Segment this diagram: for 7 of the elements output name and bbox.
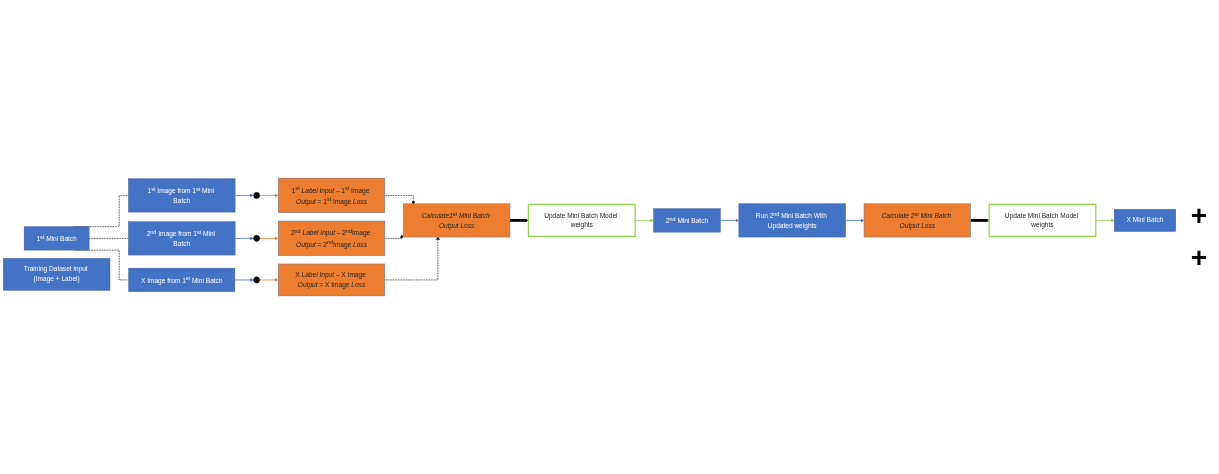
plus-sign: + xyxy=(1190,200,1208,232)
node-circle xyxy=(253,192,260,199)
arrow xyxy=(509,218,529,223)
node-circle xyxy=(253,235,260,242)
node-circle xyxy=(253,276,260,284)
arrow xyxy=(970,218,990,223)
plus-sign: + xyxy=(1190,242,1208,274)
